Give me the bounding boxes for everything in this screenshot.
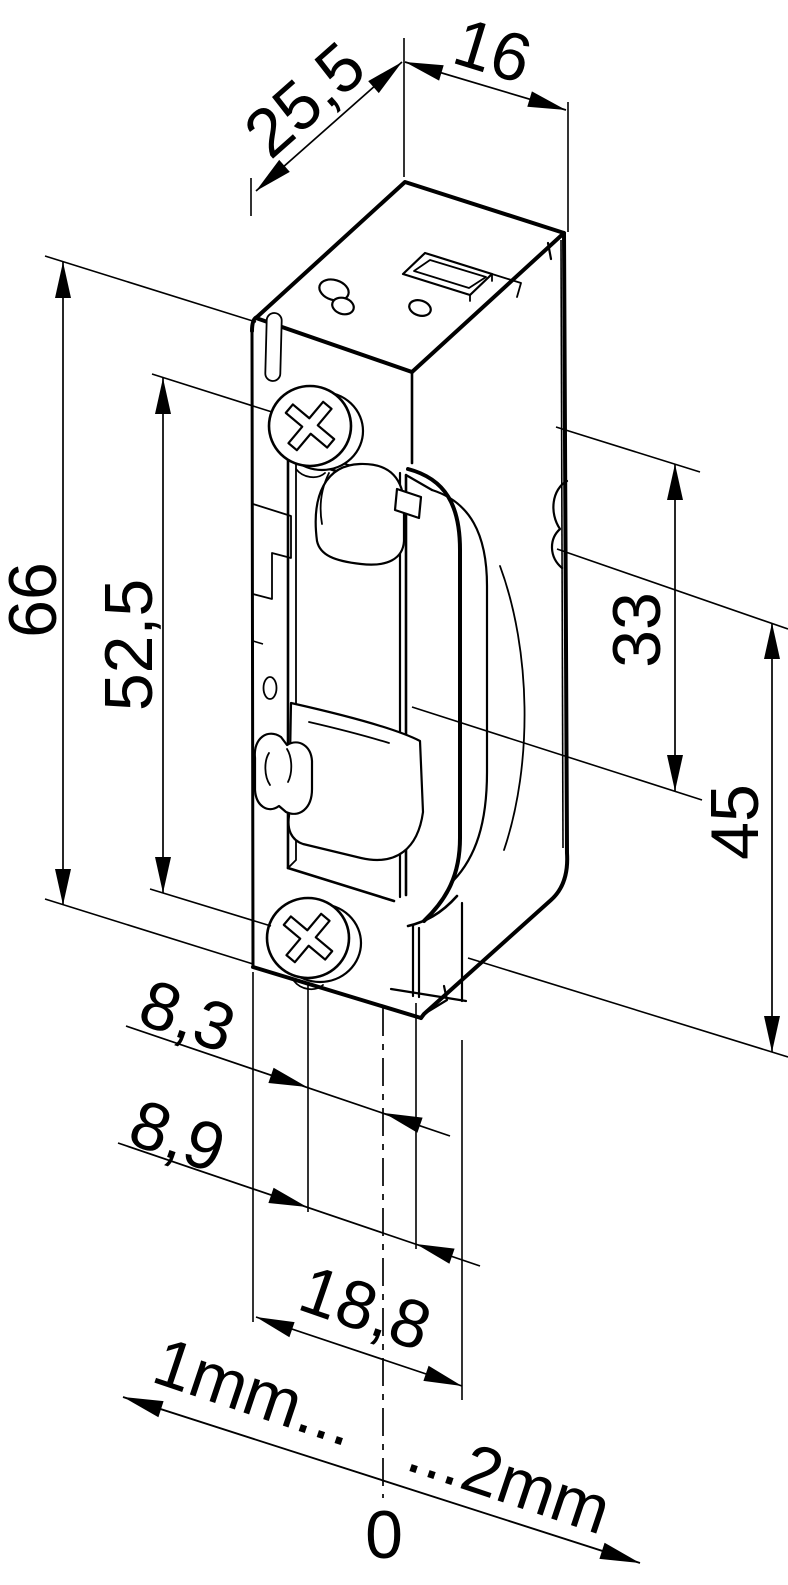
arrowhead (764, 623, 780, 659)
top-hole-small (331, 296, 355, 316)
right-face-details (499, 239, 569, 851)
dim-label-faceplate-width: 18,8 (291, 1251, 441, 1366)
arrowhead (55, 869, 71, 905)
foot-step (422, 984, 449, 1016)
top-face-details (318, 241, 553, 317)
arrowhead (55, 262, 71, 298)
top-face-front-right-edge (410, 231, 566, 374)
faceplate-tick (252, 640, 264, 645)
arrowhead (416, 1244, 455, 1264)
arrowhead (155, 857, 171, 893)
jaw-hook-curl-right (286, 748, 293, 783)
arrowhead (155, 378, 171, 414)
arrowhead (764, 1016, 780, 1052)
ext-line (149, 888, 272, 927)
pivot-bumps (550, 479, 569, 570)
ext-line (44, 255, 257, 323)
dim-keeper-height: 33 (411, 426, 703, 801)
dim-screw-spacing: 52,5 (91, 373, 273, 927)
ext-line (556, 548, 788, 630)
arrowhead (268, 1067, 307, 1087)
arrowhead (667, 755, 683, 791)
latch-jaw-bottom (253, 701, 425, 862)
dim-lower-height: 45 (467, 548, 788, 1058)
arrowhead (384, 1113, 423, 1133)
keeper-front-curve (406, 467, 462, 923)
jaw-hook (253, 732, 314, 815)
phillips-cross-icon (282, 912, 334, 964)
jaw-top-inner-arc (319, 472, 330, 525)
dim-label-top-width: 16 (445, 4, 540, 99)
faceplate (252, 312, 292, 700)
adjust-label-min: 1mm... (145, 1323, 366, 1461)
foot-edge-left (411, 923, 421, 999)
bottom-foot (389, 901, 468, 1016)
right-face-inner-edge (560, 239, 564, 849)
jaw-top-notch (393, 487, 423, 520)
dim-depth: 25,5 (230, 27, 405, 216)
dim-label-screw-spacing: 52,5 (91, 579, 167, 711)
top-hole-right (408, 299, 432, 317)
top-hole-large (318, 278, 350, 302)
dim-adjustment-range: 1mm... ...2mm 0 (122, 1323, 641, 1573)
faceplate-tab-step (252, 503, 292, 600)
faceplate-oval-hole (262, 676, 278, 700)
arrowhead (405, 62, 444, 81)
adjustment-arrow-line (122, 1396, 641, 1564)
dim-label-offset-small: 8,3 (130, 965, 244, 1068)
arrowhead (256, 1317, 295, 1338)
jaw-hook-curl-left (264, 752, 271, 786)
dim-label-depth: 25,5 (230, 27, 379, 172)
arrowhead (123, 1397, 164, 1418)
top-slot-inner (413, 259, 487, 289)
arrowhead (527, 91, 566, 110)
adjust-label-max: ...2mm (399, 1411, 620, 1549)
keeper-bulge-curve (430, 488, 489, 883)
arrowhead (599, 1542, 640, 1563)
strike-body (250, 180, 570, 1020)
top-slot-step (491, 273, 522, 298)
body-outline-heavy (250, 180, 570, 1020)
jaw-bottom-inner (308, 721, 390, 744)
dim-label-lower-height: 45 (697, 784, 773, 860)
arrowhead (667, 464, 683, 500)
arrowhead (368, 62, 402, 94)
cutout-bottom-edge (286, 866, 396, 903)
screw-top-thread-arc (295, 468, 326, 479)
arrowhead (423, 1365, 462, 1386)
ext-line (555, 426, 701, 473)
dim-label-offset-large: 8,9 (120, 1085, 234, 1188)
adjust-label-zero: 0 (365, 1497, 403, 1573)
screw-top (267, 384, 365, 479)
arrowhead (268, 1187, 307, 1207)
dim-offset-large: 8,9 (117, 1085, 481, 1267)
adjust-slot (264, 312, 283, 382)
latch-jaw-top (314, 462, 423, 566)
ext-line (411, 706, 703, 801)
ext-line (44, 898, 254, 965)
reference-lines (252, 972, 463, 1498)
screw-bottom (265, 896, 363, 991)
pocket-arc (499, 565, 526, 851)
ext-line (151, 373, 273, 413)
top-slot-wall-ticks (469, 273, 493, 302)
phillips-cross-icon (284, 400, 336, 452)
dim-label-keeper-height: 33 (599, 592, 675, 668)
dim-label-total-height: 66 (0, 562, 71, 638)
dim-total-height: 66 (0, 255, 257, 965)
foot-bottom-edge (389, 987, 468, 1003)
arrowhead (256, 159, 290, 191)
ext-line (467, 957, 788, 1058)
faceplate-bottom-edge (251, 965, 423, 1020)
keeper-top-link (404, 473, 434, 492)
jaw-top-body (314, 462, 406, 566)
top-right-notch (546, 241, 553, 261)
